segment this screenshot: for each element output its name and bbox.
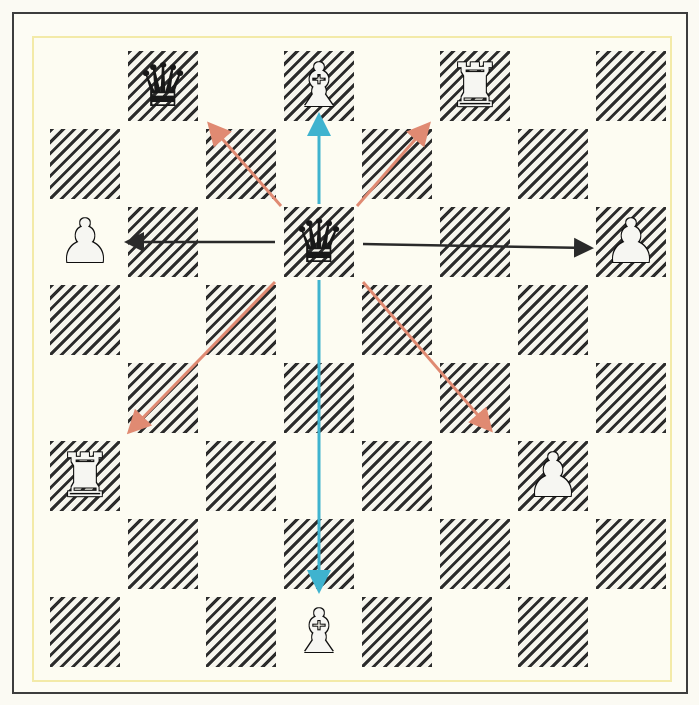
board-square-e4[interactable] (358, 359, 436, 437)
board-square-c2[interactable] (202, 515, 280, 593)
board-square-f4[interactable] (436, 359, 514, 437)
board-square-a7[interactable] (46, 125, 124, 203)
board-square-g5[interactable] (514, 281, 592, 359)
board-square-b4[interactable] (124, 359, 202, 437)
board-square-b7[interactable] (124, 125, 202, 203)
dark-square-hatch (206, 129, 276, 199)
board-square-h4[interactable] (592, 359, 670, 437)
board-square-d4[interactable] (280, 359, 358, 437)
dark-square-hatch (362, 597, 432, 667)
board-square-f7[interactable] (436, 125, 514, 203)
white-bishop-d1-icon[interactable]: ♝ (280, 593, 358, 671)
board-square-g7[interactable] (514, 125, 592, 203)
dark-square-hatch (596, 519, 666, 589)
piece-glyph: ♛ (136, 56, 190, 116)
board-square-f5[interactable] (436, 281, 514, 359)
black-queen-d6-icon[interactable]: ♛ (280, 203, 358, 281)
board-square-h2[interactable] (592, 515, 670, 593)
board-square-f2[interactable] (436, 515, 514, 593)
board-square-e1[interactable] (358, 593, 436, 671)
board-square-b3[interactable] (124, 437, 202, 515)
board-square-c3[interactable] (202, 437, 280, 515)
dark-square-hatch (206, 441, 276, 511)
dark-square-hatch (50, 129, 120, 199)
board-square-e7[interactable] (358, 125, 436, 203)
board-square-e5[interactable] (358, 281, 436, 359)
white-bishop-d8-icon[interactable]: ♝ (280, 47, 358, 125)
piece-glyph: ♟ (604, 212, 658, 272)
board-square-h7[interactable] (592, 125, 670, 203)
dark-square-hatch (50, 285, 120, 355)
dark-square-hatch (128, 207, 198, 277)
chess-board: ♛ ♝ ♜ ♟ ♛ ♟ ♜ ♟ ♝ (46, 47, 670, 671)
dark-square-hatch (518, 285, 588, 355)
dark-square-hatch (440, 363, 510, 433)
dark-square-hatch (362, 285, 432, 355)
board-square-c8[interactable] (202, 47, 280, 125)
piece-glyph: ♝ (292, 56, 346, 116)
white-pawn-g3-icon[interactable]: ♟ (514, 437, 592, 515)
board-square-a1[interactable] (46, 593, 124, 671)
white-rook-f8-icon[interactable]: ♜ (436, 47, 514, 125)
dark-square-hatch (284, 363, 354, 433)
board-square-b5[interactable] (124, 281, 202, 359)
dark-square-hatch (596, 51, 666, 121)
board-square-g1[interactable] (514, 593, 592, 671)
dark-square-hatch (128, 363, 198, 433)
board-square-d5[interactable] (280, 281, 358, 359)
piece-glyph: ♟ (526, 446, 580, 506)
dark-square-hatch (518, 129, 588, 199)
board-square-g8[interactable] (514, 47, 592, 125)
board-square-e2[interactable] (358, 515, 436, 593)
dark-square-hatch (518, 597, 588, 667)
dark-square-hatch (128, 519, 198, 589)
board-square-h1[interactable] (592, 593, 670, 671)
dark-square-hatch (206, 285, 276, 355)
board-square-f1[interactable] (436, 593, 514, 671)
white-pawn-h6-icon[interactable]: ♟ (592, 203, 670, 281)
board-square-c5[interactable] (202, 281, 280, 359)
board-square-d3[interactable] (280, 437, 358, 515)
board-square-c4[interactable] (202, 359, 280, 437)
board-square-h5[interactable] (592, 281, 670, 359)
board-square-d7[interactable] (280, 125, 358, 203)
piece-glyph: ♟ (58, 212, 112, 272)
board-square-e8[interactable] (358, 47, 436, 125)
dark-square-hatch (440, 207, 510, 277)
piece-glyph: ♜ (448, 56, 502, 116)
dark-square-hatch (284, 519, 354, 589)
board-square-c1[interactable] (202, 593, 280, 671)
black-queen-b8-icon[interactable]: ♛ (124, 47, 202, 125)
board-square-b6[interactable] (124, 203, 202, 281)
dark-square-hatch (206, 597, 276, 667)
board-square-b1[interactable] (124, 593, 202, 671)
dark-square-hatch (440, 519, 510, 589)
board-square-c7[interactable] (202, 125, 280, 203)
board-square-g6[interactable] (514, 203, 592, 281)
board-square-a5[interactable] (46, 281, 124, 359)
board-square-h3[interactable] (592, 437, 670, 515)
dark-square-hatch (50, 597, 120, 667)
white-pawn-a6-icon[interactable]: ♟ (46, 203, 124, 281)
board-square-a8[interactable] (46, 47, 124, 125)
board-square-f6[interactable] (436, 203, 514, 281)
board-square-d2[interactable] (280, 515, 358, 593)
board-square-b2[interactable] (124, 515, 202, 593)
piece-glyph: ♝ (292, 602, 346, 662)
board-square-h8[interactable] (592, 47, 670, 125)
piece-glyph: ♛ (292, 212, 346, 272)
dark-square-hatch (596, 363, 666, 433)
dark-square-hatch (362, 129, 432, 199)
board-square-f3[interactable] (436, 437, 514, 515)
board-square-a4[interactable] (46, 359, 124, 437)
board-square-e3[interactable] (358, 437, 436, 515)
dark-square-hatch (362, 441, 432, 511)
board-square-g4[interactable] (514, 359, 592, 437)
board-square-a2[interactable] (46, 515, 124, 593)
board-square-e6[interactable] (358, 203, 436, 281)
board-square-c6[interactable] (202, 203, 280, 281)
board-square-g2[interactable] (514, 515, 592, 593)
white-rook-a3-icon[interactable]: ♜ (46, 437, 124, 515)
piece-glyph: ♜ (58, 446, 112, 506)
